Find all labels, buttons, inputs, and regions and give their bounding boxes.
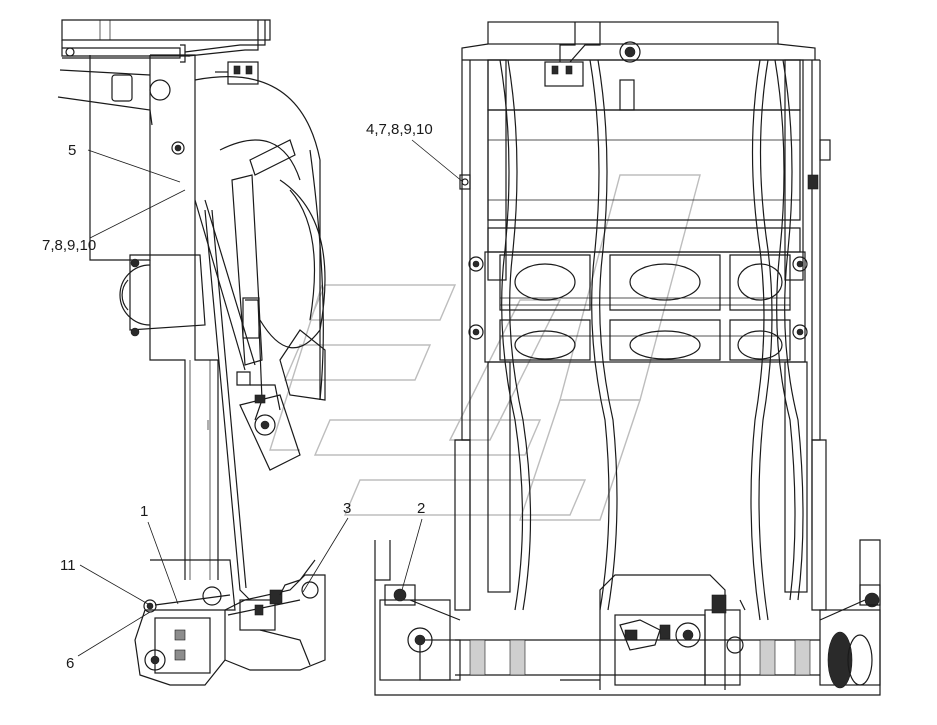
callout-label-1: 1 xyxy=(140,503,148,520)
callout-label-4-7-8-9-10: 4,7,8,9,10 xyxy=(366,121,433,138)
right-rear-view xyxy=(374,21,881,696)
callout-label-6: 6 xyxy=(66,655,74,672)
callout-label-7-8-9-10: 7,8,9,10 xyxy=(42,237,96,254)
callout-layer: 5 7,8,9,10 4,7,8,9,10 1 11 6 3 2 xyxy=(42,121,464,672)
callout-label-3: 3 xyxy=(343,500,351,517)
callout-label-11: 11 xyxy=(60,557,76,574)
callout-label-5: 5 xyxy=(68,142,76,159)
left-side-view xyxy=(57,19,326,686)
callout-label-2: 2 xyxy=(417,500,425,517)
